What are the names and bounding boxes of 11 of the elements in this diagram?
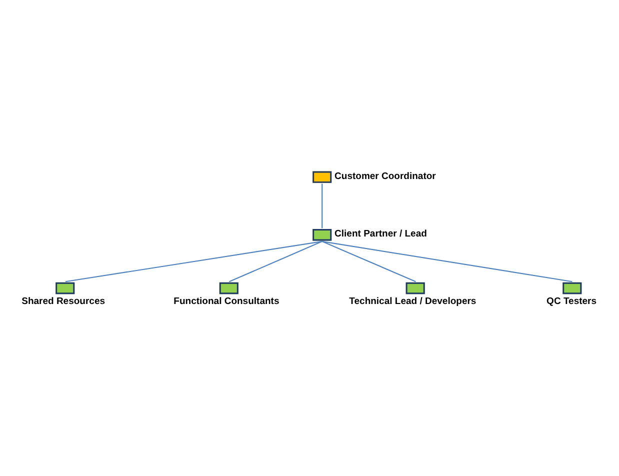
connector: [322, 240, 572, 282]
node-label: Customer Coordinator: [334, 170, 436, 182]
connector: [322, 240, 416, 282]
node-label: Shared Resources: [22, 295, 106, 306]
connector: [65, 240, 322, 282]
node-label: Client Partner / Lead: [334, 228, 427, 240]
connector: [322, 183, 323, 228]
connector: [229, 240, 322, 282]
node-label: QC Testers: [546, 295, 597, 306]
node-label: Functional Consultants: [174, 295, 280, 306]
node-label: Technical Lead / Developers: [349, 295, 476, 306]
